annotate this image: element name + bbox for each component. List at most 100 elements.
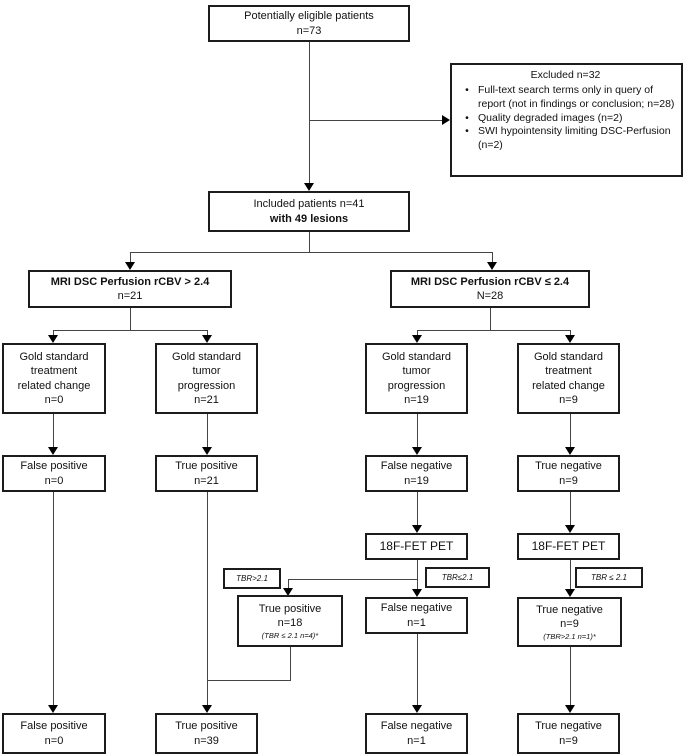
pet-tn-note: (TBR>2.1 n=1)*	[543, 631, 596, 641]
bullet-icon: •	[465, 83, 469, 96]
box-false-negative-mid: False negative n=19	[365, 455, 468, 492]
box-true-negative-mid: True negative n=9	[517, 455, 620, 492]
gold4-l1: Gold standard	[533, 350, 604, 363]
arrowhead-petright	[565, 525, 575, 533]
included-patients-label: Included patients n=41	[253, 198, 365, 211]
potentially-eligible-count: n=73	[296, 24, 322, 37]
arrowhead-final2	[202, 705, 212, 713]
gold1-l2: treatment	[30, 365, 78, 378]
connector-gold3-result	[417, 414, 418, 449]
arrowhead-branch-right	[487, 262, 497, 270]
excluded-bullet-list: • Full-text search terms only in query o…	[456, 84, 675, 153]
gold4-l3: related change	[532, 379, 605, 392]
rcbv-high-count: n=21	[117, 290, 143, 302]
connector-petright-down	[570, 560, 571, 590]
final-fp-count: n=0	[44, 734, 64, 747]
connector-tbr-branch	[288, 579, 417, 580]
tbr-le-mid-label: TBR≤2.1	[441, 573, 474, 582]
pet-tn-label: True negative	[536, 604, 603, 617]
final-tn-label: True negative	[535, 720, 602, 733]
arrowhead-branch-left	[125, 262, 135, 270]
box-gold-tp-left: Gold standard tumor progression n=21	[155, 343, 258, 414]
box-final-true-positive: True positive n=39	[155, 713, 258, 754]
box-rcbv-low: MRI DSC Perfusion rCBV ≤ 2.4 N=28	[390, 270, 590, 308]
bullet-icon: •	[465, 125, 469, 138]
final-fp-label: False positive	[20, 720, 88, 733]
gold1-l1: Gold standard	[19, 350, 89, 363]
arrowhead-gold3	[412, 335, 422, 343]
connector-top-to-included	[309, 42, 310, 185]
box-final-false-positive: False positive n=0	[2, 713, 106, 754]
connector-fn1-final	[417, 634, 418, 707]
arrowhead-tp18	[283, 588, 293, 596]
arrowhead-excluded	[442, 115, 450, 125]
gold3-l1: Gold standard	[381, 350, 452, 363]
arrowhead-result2	[202, 447, 212, 455]
box-pet-false-negative: False negative n=1	[365, 597, 468, 634]
excluded-bullet-2-text: Quality degraded images (n=2)	[478, 111, 623, 124]
excluded-bullet-1: • Full-text search terms only in query o…	[456, 84, 675, 112]
connector-gold1	[53, 330, 54, 336]
box-rcbv-high: MRI DSC Perfusion rCBV > 2.4 n=21	[28, 270, 232, 308]
excluded-bullet-2: • Quality degraded images (n=2)	[456, 112, 675, 126]
tn-mid-count: n=9	[559, 474, 578, 487]
connector-gold2-result	[207, 414, 208, 449]
label-tbr-gt-2-1: TBR>2.1	[223, 568, 281, 589]
fn-mid-label: False negative	[380, 460, 453, 473]
pet-tp-count: n=18	[277, 617, 303, 630]
connector-tp18-stem	[288, 579, 289, 589]
connector-left-split	[53, 330, 207, 331]
bullet-icon: •	[465, 111, 469, 124]
final-tp-label: True positive	[175, 720, 238, 733]
tbr-le-right-label: TBR ≤ 2.1	[591, 573, 627, 582]
gold2-count: n=21	[194, 393, 219, 406]
connector-left-split-stem	[130, 308, 131, 330]
connector-gold1-result	[53, 414, 54, 449]
connector-gold2	[207, 330, 208, 336]
connector-branch-left	[130, 252, 131, 263]
arrowhead-result3	[412, 447, 422, 455]
gold2-l1: Gold standard	[171, 350, 242, 363]
rcbv-low-count: N=28	[476, 290, 504, 302]
connector-fp-final	[53, 492, 54, 707]
gold3-l2: tumor	[402, 365, 431, 378]
connector-right-split	[417, 330, 570, 331]
box-included-patients: Included patients n=41 with 49 lesions	[208, 191, 410, 232]
connector-branch-right	[492, 252, 493, 263]
arrowhead-tn9	[565, 589, 575, 597]
connector-gold3	[417, 330, 418, 336]
connector-tn9-final	[570, 647, 571, 707]
potentially-eligible-label: Potentially eligible patients	[244, 10, 374, 23]
arrowhead-gold2	[202, 335, 212, 343]
fn-mid-count: n=19	[404, 474, 429, 487]
arrowhead-petleft	[412, 525, 422, 533]
connector-tn-petright	[570, 492, 571, 527]
arrowhead-gold4	[565, 335, 575, 343]
gold1-l3: related change	[17, 379, 91, 392]
box-pet-true-negative: True negative n=9 (TBR>2.1 n=1)*	[517, 597, 622, 647]
excluded-bullet-1-text: Full-text search terms only in query of …	[478, 83, 675, 110]
excluded-title: Excluded n=32	[530, 69, 601, 81]
label-tbr-le-2-1-mid: TBR≤2.1	[425, 567, 490, 588]
arrowhead-fn1	[412, 589, 422, 597]
connector-included-down	[309, 232, 310, 252]
box-excluded: Excluded n=32 • Full-text search terms o…	[450, 63, 683, 177]
arrowhead-gold1	[48, 335, 58, 343]
box-gold-trc-left: Gold standard treatment related change n…	[2, 343, 106, 414]
pet-tp-label: True positive	[258, 603, 322, 616]
connector-petleft-down	[417, 560, 418, 590]
pet-fn-label: False negative	[380, 602, 453, 615]
included-lesions-label: with 49 lesions	[269, 212, 349, 225]
box-potentially-eligible: Potentially eligible patients n=73	[208, 5, 410, 42]
final-fn-count: n=1	[407, 734, 426, 747]
pet-tn-count: n=9	[560, 618, 579, 631]
arrowhead-result1	[48, 447, 58, 455]
tp-mid-count: n=21	[194, 474, 219, 487]
tbr-gt-label: TBR>2.1	[236, 574, 268, 583]
final-tn-count: n=9	[559, 734, 578, 747]
excluded-bullet-3-text: SWI hypointensity limiting DSC-Perfusion…	[478, 125, 671, 152]
tn-mid-label: True negative	[535, 460, 602, 473]
box-gold-tp-right: Gold standard tumor progression n=19	[365, 343, 468, 414]
arrowhead-final1	[48, 705, 58, 713]
arrowhead-final4	[565, 705, 575, 713]
